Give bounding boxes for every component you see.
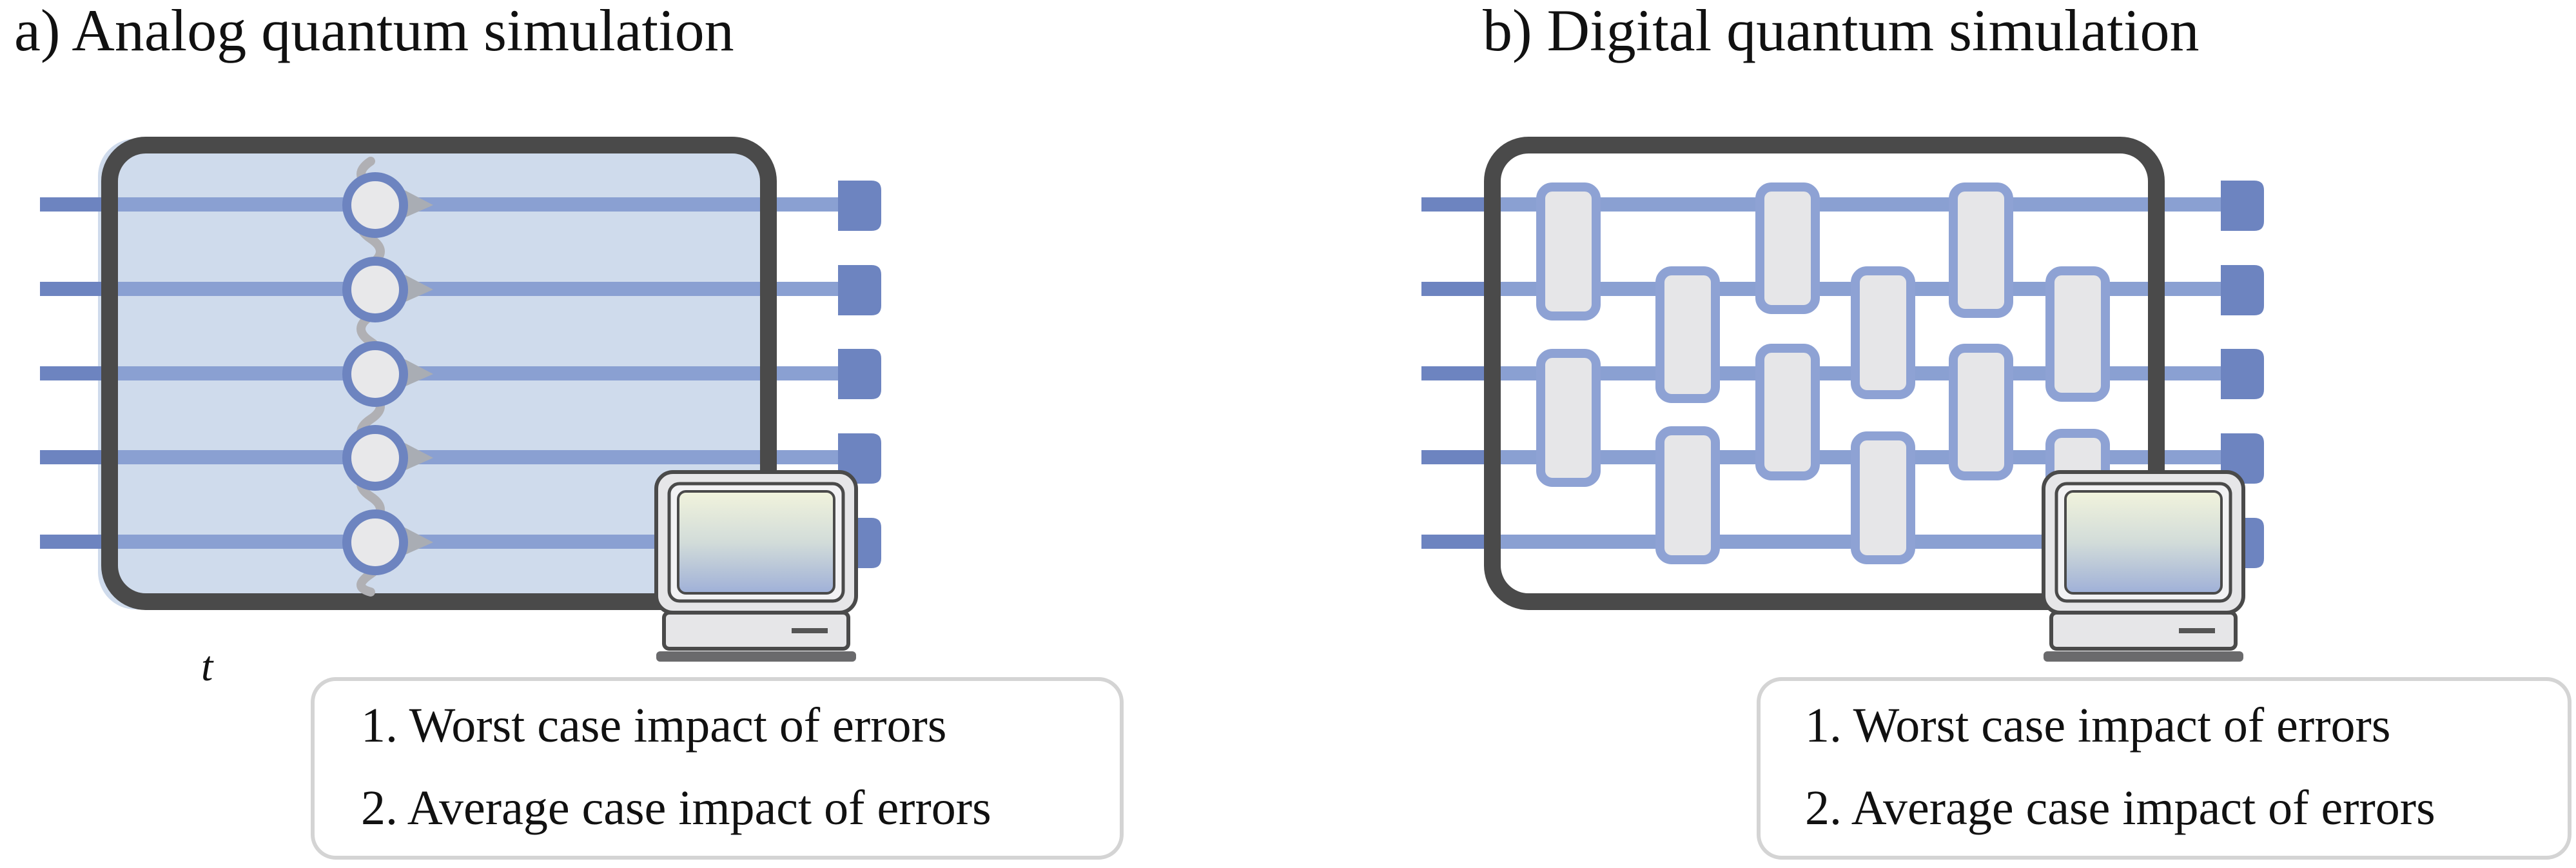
analog-title: a) Analog quantum simulation [14,0,734,63]
two-qubit-gate [1755,182,1820,314]
analog-wire [40,366,839,380]
info-item: 1. Worst case impact of errors [1805,698,2390,753]
two-qubit-gate [1851,266,1915,399]
analog-info-box: 1. Worst case impact of errors 2. Averag… [311,677,1124,860]
digital-wire [1421,197,2227,212]
qubit-site [342,172,433,238]
analog-readouts [838,181,881,568]
wire-input-stub [40,366,111,380]
computer-icon [2042,470,2245,662]
computer-icon [654,470,858,662]
readout-detector-icon [838,265,881,315]
digital-simulator-frame [1484,137,2165,610]
wire-input-stub [1421,197,1492,212]
wire-input-stub [40,282,111,296]
analog-simulator-frame [101,137,777,610]
time-label: t [201,643,214,690]
digital-title: b) Digital quantum simulation [1483,0,2200,63]
qubit-site [342,509,433,575]
wire-input-stub [1421,535,1492,549]
info-item: 2. Average case impact of errors [361,781,991,835]
digital-wires [1421,197,2227,549]
analog-wire [40,282,839,296]
two-qubit-gate [1949,182,2013,318]
two-qubit-gate [1655,266,1720,403]
analog-panel: a) Analog quantum simulation [14,0,1124,860]
digital-info-box: 1. Worst case impact of errors 2. Averag… [1757,677,2571,860]
two-qubit-gate [1655,426,1720,564]
readout-detector-icon [2221,265,2264,315]
qubit-site [342,341,433,407]
qubit-site [342,257,433,322]
analog-wires [40,197,839,549]
readout-detector-icon [2221,349,2264,399]
analog-qubits [342,172,433,575]
wire-input-stub [40,450,111,464]
wire-input-stub [1421,450,1492,464]
readout-detector-icon [838,433,881,484]
analog-wire [40,450,839,464]
readout-detector-icon [838,181,881,231]
two-qubit-gate [1949,344,2013,480]
digital-wire [1421,535,2227,549]
two-qubit-gate [1755,344,1820,480]
wire-input-stub [40,535,111,549]
qubit-site [342,425,433,491]
two-qubit-gate [2045,266,2110,402]
digital-wire [1421,282,2227,296]
wire-input-stub [1421,282,1492,296]
wire-input-stub [40,197,111,212]
two-qubit-gate [1536,349,1601,487]
analog-wire [40,197,839,212]
two-qubit-gate [1536,182,1601,321]
digital-wire [1421,366,2227,380]
wire-input-stub [1421,366,1492,380]
analog-wire [40,535,839,549]
two-qubit-gate [1851,431,1915,564]
readout-detector-icon [838,349,881,399]
info-item: 1. Worst case impact of errors [361,698,946,753]
readout-detector-icon [2221,181,2264,231]
info-item: 2. Average case impact of errors [1805,781,2435,835]
digital-wire [1421,450,2227,464]
digital-panel: b) Digital quantum simulation [1421,0,2571,860]
